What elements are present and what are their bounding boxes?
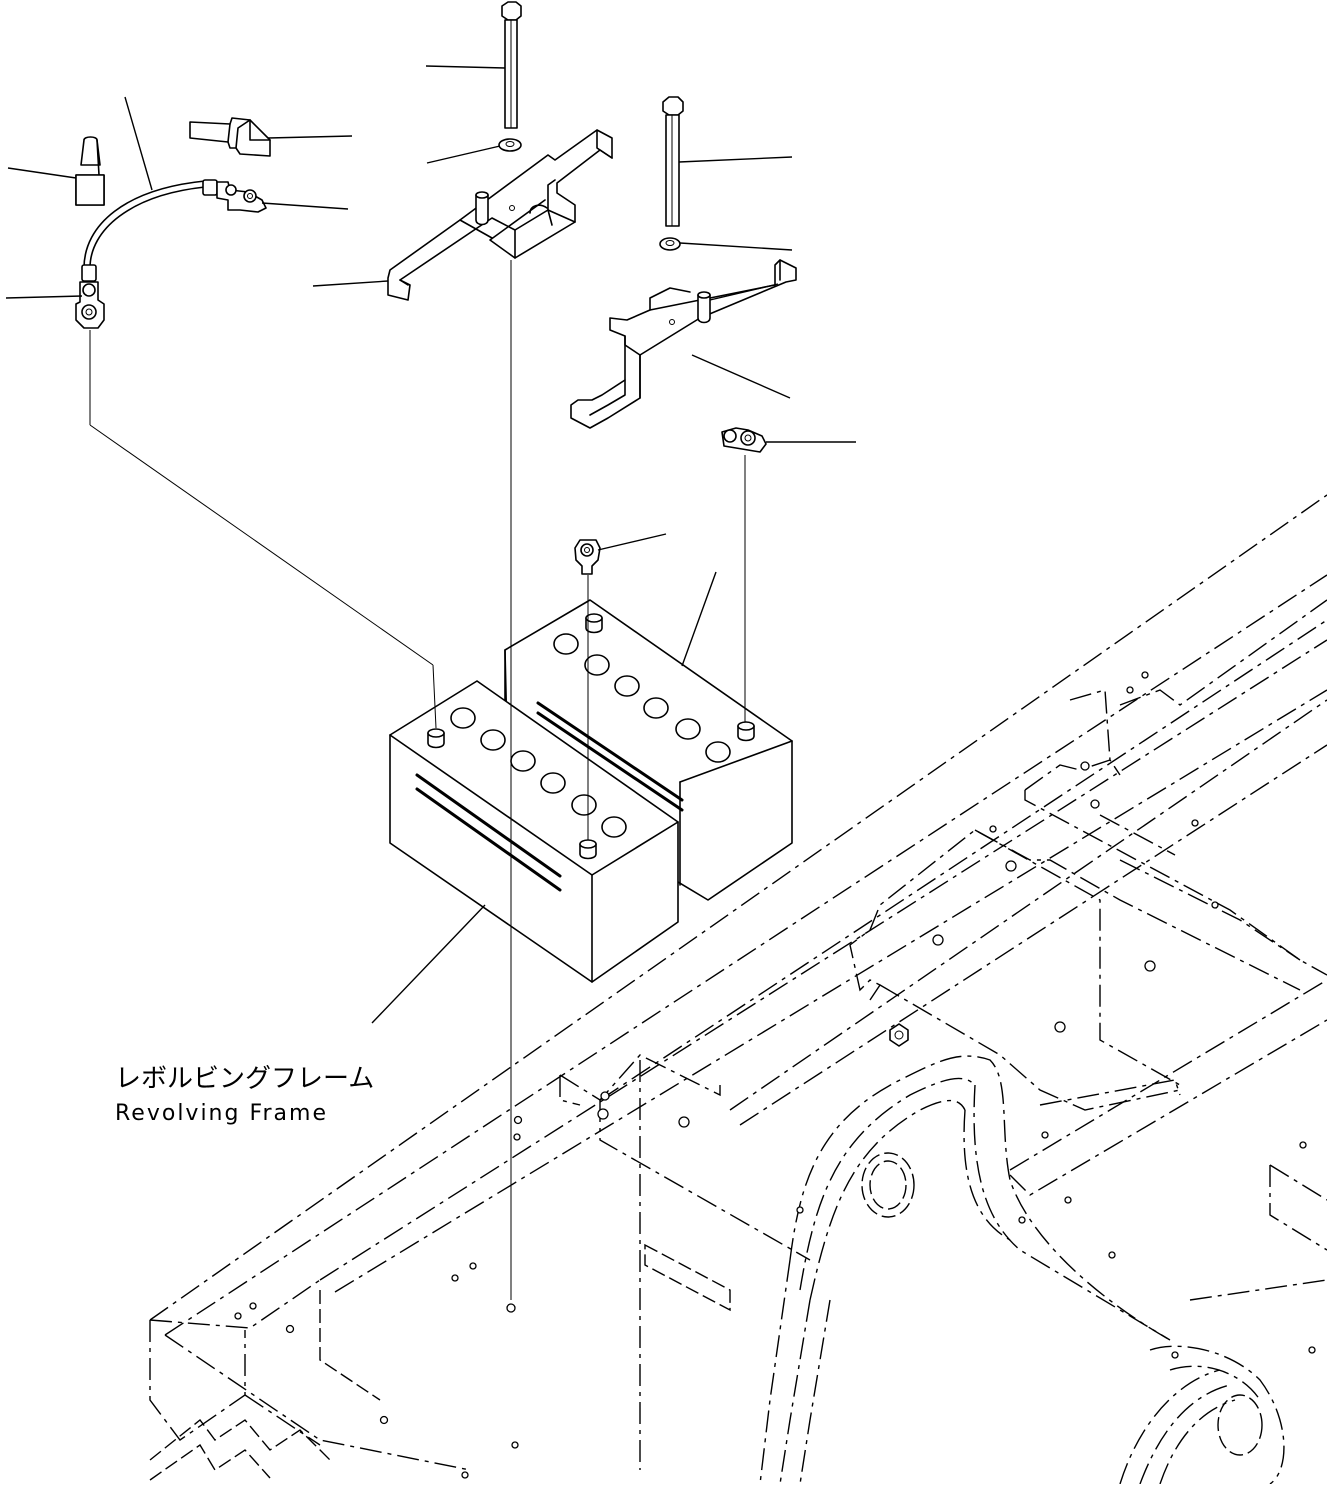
assembly-lines (89, 260, 746, 1300)
j-bolt-right (662, 96, 684, 227)
battery-front-post (427, 728, 597, 860)
bracket-upper (387, 129, 613, 301)
washer-right (659, 237, 681, 251)
frame-nut (889, 1023, 909, 1047)
revolving-frame (149, 494, 1327, 1485)
terminal-cap-right (189, 117, 271, 157)
battery-rear-post (585, 613, 755, 742)
washer-left (498, 138, 522, 152)
cable-clamp-upper (216, 181, 267, 213)
j-bolt-left (501, 1, 522, 129)
terminal-clamp-right (721, 427, 767, 453)
leader-lines (5, 65, 856, 1024)
frame-holes (234, 671, 1316, 1479)
battery-rear-caps (553, 633, 731, 763)
terminal-clamp-center (574, 539, 601, 575)
frame-label-japanese: レボルビングフレーム (115, 1064, 374, 1094)
frame-label: レボルビングフレーム Revolving Frame (115, 1064, 374, 1126)
bracket-lower (570, 259, 797, 429)
battery-front (389, 680, 679, 983)
frame-label-english: Revolving Frame (115, 1101, 328, 1126)
battery-cable (81, 179, 218, 282)
cable-clamp-lower (75, 281, 105, 329)
terminal-cap-left (75, 136, 105, 206)
